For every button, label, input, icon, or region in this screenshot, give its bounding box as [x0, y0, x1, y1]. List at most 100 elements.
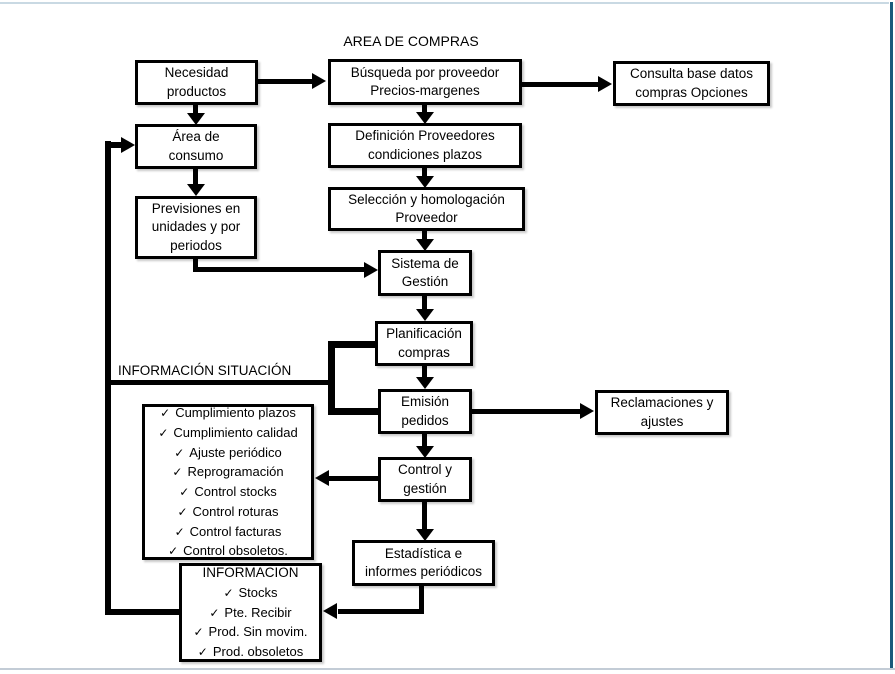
check-icon: ✓ [197, 645, 208, 660]
check-icon: ✓ [177, 504, 188, 519]
check-icon: ✓ [179, 485, 190, 499]
arrow-shaft [422, 433, 427, 447]
flow-box-consulta-base-datos: Consulta base datos compras Opciones [613, 61, 770, 106]
situacion-section-label: INFORMACIÓN SITUACIÓN [118, 363, 292, 378]
checklist-item: ✓ Ajuste periódico [174, 443, 282, 463]
checklist-item-label: Prod. obsoletos [212, 644, 304, 660]
checklist-item: ✓ Stocks [223, 583, 277, 603]
arrow-shaft [193, 267, 365, 272]
checklist-item-label: Control facturas [189, 523, 282, 539]
arrow-shaft [422, 501, 427, 530]
box-label: Reclamaciones y ajustes [610, 395, 714, 429]
arrowhead-down-icon [416, 112, 434, 124]
connector-bracket-top [328, 341, 375, 348]
checklist-item-label: Control roturas [192, 503, 279, 519]
flow-box-previsiones: Previsiones en unidades y por periodos [135, 196, 257, 259]
box-label: Emisión pedidos [400, 394, 449, 428]
box-label: Búsqueda por proveedor Precios-margenes [350, 64, 500, 98]
arrow-shaft [193, 104, 198, 114]
flow-box-reclamaciones-ajustes: Reclamaciones y ajustes [595, 390, 729, 435]
page-border-bottom [0, 668, 895, 670]
arrowhead-down-icon [416, 377, 434, 389]
arrow-shaft [472, 409, 582, 414]
flow-box-sistema-gestion: Sistema de Gestión [378, 250, 472, 296]
feedback-line-top [105, 142, 122, 148]
check-icon: ✓ [193, 625, 204, 640]
checklist-item-label: Control obsoletos. [183, 543, 288, 559]
arrowhead-right-icon [364, 262, 378, 278]
arrowhead-right-icon [598, 76, 612, 92]
flow-box-busqueda-proveedor: Búsqueda por proveedor Precios-margenes [328, 59, 522, 105]
checklist-item-label: Ajuste periódico [189, 444, 282, 460]
flow-box-definicion-proveedores: Definición Proveedores condiciones plazo… [328, 123, 522, 168]
feedback-line-vertical [105, 141, 111, 615]
arrow-shaft [193, 258, 198, 272]
arrowhead-down-icon [416, 239, 434, 251]
flow-box-emision-pedidos: Emisión pedidos [378, 389, 472, 434]
flow-box-control-gestion: Control y gestión [378, 457, 472, 502]
diagram-title: AREA DE COMPRAS [343, 33, 479, 49]
box-label: Definición Proveedores condiciones plazo… [355, 128, 495, 162]
checklist-item: ✓ Control facturas [175, 522, 282, 542]
page-border-right [890, 2, 893, 668]
checklist-item: ✓ Prod. obsoletos [198, 642, 303, 662]
check-icon: ✓ [158, 425, 169, 440]
checklist-item-label: Cumplimiento calidad [173, 424, 298, 440]
checklist-item: ✓ Control stocks [179, 482, 276, 502]
checklist-item-label: Cumplimiento plazos [175, 405, 296, 420]
box-label: Selección y homologación Proveedor [348, 191, 505, 225]
page-border-top [0, 2, 889, 4]
check-icon: ✓ [174, 524, 185, 539]
check-icon: ✓ [223, 585, 234, 600]
check-icon: ✓ [174, 445, 185, 460]
arrowhead-left-icon [315, 470, 329, 486]
arrow-shaft [521, 82, 600, 87]
box-label: Planificación compras [386, 326, 462, 360]
checklist-item-label: Pte. Recibir [224, 604, 292, 620]
checklist-item: ✓ Control obsoletos. [168, 541, 288, 561]
checklist-item: ✓ Reprogramación [172, 462, 283, 482]
arrow-shaft [419, 585, 424, 614]
box-label: Consulta base datos compras Opciones [629, 66, 754, 100]
arrow-shaft [422, 104, 427, 113]
box-label: Necesidad productos [164, 65, 229, 99]
flow-box-area-consumo: Área de consumo [135, 124, 257, 169]
arrowhead-down-icon [187, 113, 205, 125]
check-icon: ✓ [168, 544, 179, 559]
checklist-box-informacion: INFORMACION ✓ Stocks ✓ Pte. Recibir ✓ Pr… [179, 563, 322, 662]
checklist-title: INFORMACION [202, 565, 299, 581]
flow-box-seleccion-homologacion: Selección y homologación Proveedor [328, 187, 525, 231]
flow-box-necesidad-productos: Necesidad productos [135, 60, 258, 105]
arrow-shaft [422, 295, 427, 310]
check-icon: ✓ [209, 605, 220, 620]
arrow-shaft [257, 79, 314, 84]
arrowhead-left-icon [323, 603, 337, 619]
check-icon: ✓ [172, 465, 183, 480]
arrow-shaft [338, 609, 424, 614]
checklist-item-label: Control stocks [194, 484, 277, 499]
arrowhead-down-icon [416, 176, 434, 188]
box-label: Previsiones en unidades y por periodos [151, 201, 241, 253]
checklist-item: ✓ Pte. Recibir [209, 603, 291, 623]
arrowhead-down-icon [416, 446, 434, 458]
feedback-line-bottom [105, 609, 179, 615]
check-icon: ✓ [160, 406, 171, 420]
box-label: Control y gestión [397, 462, 453, 496]
arrow-shaft [329, 476, 378, 481]
arrowhead-right-icon [312, 73, 326, 89]
checklist-item: ✓ Prod. Sin movim. [193, 622, 307, 642]
arrowhead-down-icon [187, 184, 205, 196]
arrow-shaft [422, 167, 427, 177]
flow-box-planificacion-compras: Planificación compras [375, 321, 473, 366]
checklist-box-situacion: ✓ Cumplimiento plazos ✓ Cumplimiento cal… [142, 404, 314, 560]
arrowhead-down-icon [416, 309, 434, 321]
flow-box-estadistica-informes: Estadística e informes periódicos [352, 540, 495, 586]
checklist-item-label: Prod. Sin movim. [208, 624, 308, 640]
arrow-shaft [422, 365, 427, 378]
checklist-item-label: Stocks [238, 584, 278, 600]
arrowhead-right-icon [121, 137, 135, 153]
situacion-underline [107, 380, 335, 385]
box-label: Área de consumo [168, 129, 224, 163]
checklist-item-label: Reprogramación [187, 464, 284, 480]
